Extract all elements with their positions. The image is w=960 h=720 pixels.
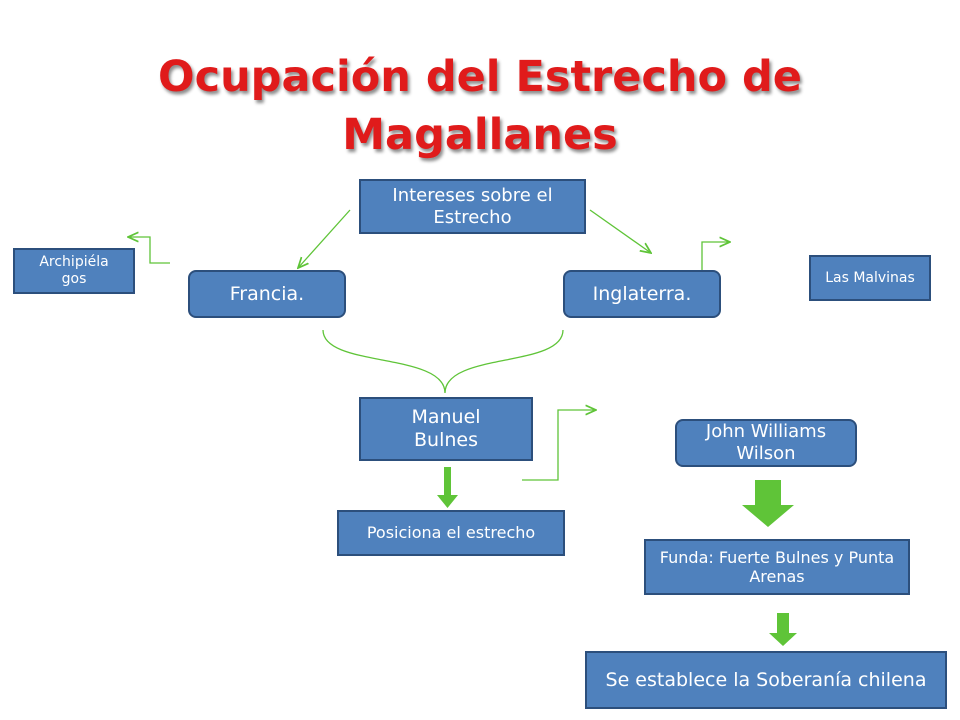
- arrow-to-francia: [298, 209, 351, 268]
- arrow-to-inglaterra: [589, 209, 651, 253]
- down-arrow-bulnes-shaft: [444, 467, 451, 498]
- node-soberania: Se establece la Soberanía chilena: [585, 651, 947, 709]
- node-john-williams-wilson: John Williams Wilson: [675, 419, 857, 467]
- block-arrow-funda: [769, 613, 797, 646]
- node-malvinas: Las Malvinas: [809, 255, 931, 301]
- node-manuel-bulnes: Manuel Bulnes: [359, 397, 533, 461]
- node-funda: Funda: Fuerte Bulnes y Punta Arenas: [644, 539, 910, 595]
- node-francia: Francia.: [188, 270, 346, 318]
- page-title: Ocupación del Estrecho de Magallanes: [158, 52, 802, 160]
- node-archipielagos: Archipiéla gos: [13, 248, 135, 294]
- node-posiciona: Posiciona el estrecho: [337, 510, 565, 556]
- down-arrow-bulnes-head: [437, 495, 458, 508]
- brace-connector: [322, 329, 564, 394]
- elbow-arrow-archipielagos: [128, 237, 170, 264]
- block-arrow-wilson: [742, 480, 794, 527]
- node-inglaterra: Inglaterra.: [563, 270, 721, 318]
- elbow-arrow-posiciona: [522, 410, 596, 481]
- node-intereses: Intereses sobre el Estrecho: [359, 179, 586, 234]
